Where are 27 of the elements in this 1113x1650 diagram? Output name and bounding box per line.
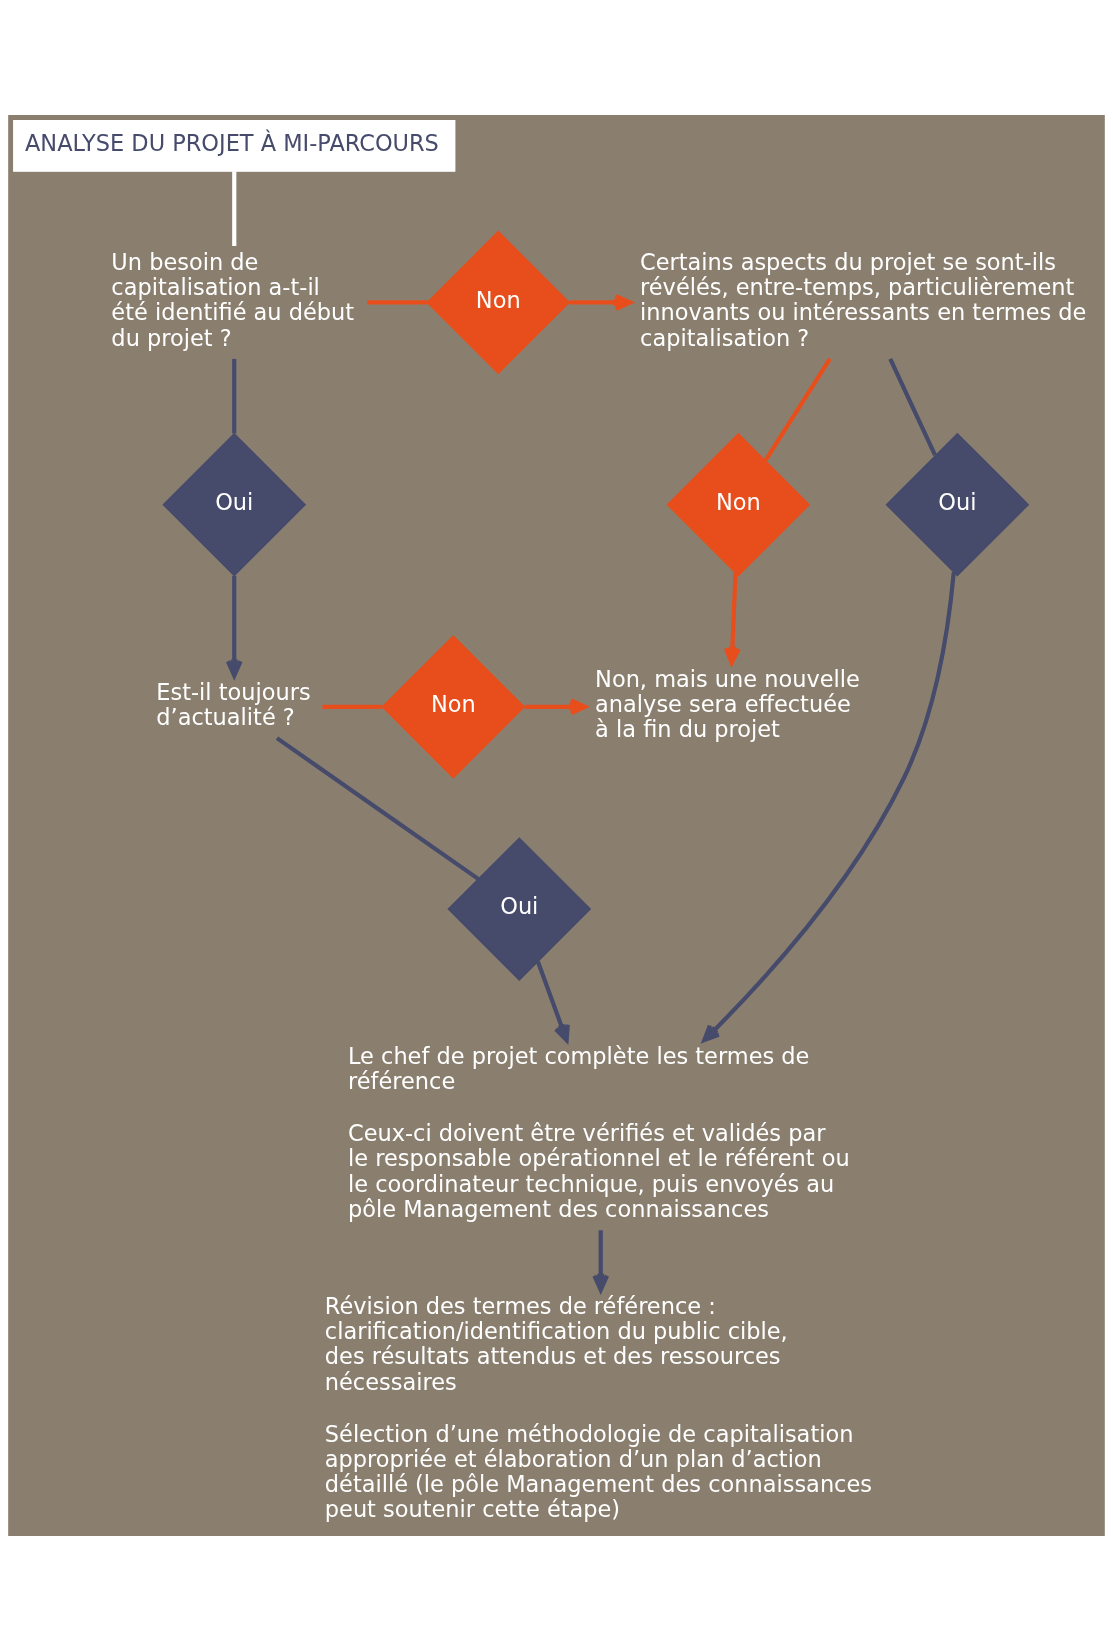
node-diamond: Oui	[162, 432, 307, 577]
node-text: Non, mais une nouvelle analyse sera effectuée à la fin du projet	[595, 665, 860, 742]
connector	[232, 358, 237, 433]
node-diamond: Non	[666, 432, 811, 577]
node-text: Un besoin de capitalisation a-t-il été identifié au début du projet ?	[111, 248, 355, 351]
arrow	[702, 571, 956, 1042]
node-text: Révision des termes de référence : clarification/identification du public cible, des résultats attendus et des ressources nécessaires Sélection d’une méthodologie de capitalisation appropriée et élaboration d’un plan d’action détaillé (le pôle Management des connaissances peut soutenir cette étape)	[324, 1292, 872, 1522]
arrow	[592, 1229, 610, 1292]
arrow	[723, 572, 741, 665]
connector	[367, 299, 428, 305]
node-box: ANALYSE DU PROJET À MI-PARCOURS	[13, 119, 456, 172]
node-diamond: Non	[426, 230, 571, 374]
node-diamond: Non	[381, 634, 526, 779]
node-text: Est-il toujours d’actualité ?	[156, 678, 311, 730]
connector	[888, 357, 937, 456]
arrow	[225, 575, 243, 678]
connector	[322, 704, 383, 709]
connector	[275, 735, 480, 881]
node-diamond: Oui	[447, 836, 592, 981]
connector	[763, 357, 832, 462]
arrow	[524, 697, 588, 715]
arrow	[536, 960, 570, 1042]
connector	[232, 170, 237, 246]
node-text: Certains aspects du projet se sont-ils révélés, entre-temps, particulièrement innovants ou intéressants en termes de capitalisation ?	[640, 248, 1087, 351]
arrow	[569, 293, 633, 311]
node-diamond: Oui	[885, 432, 1030, 577]
node-text: Le chef de projet complète les termes de référence Ceux-ci doivent être vérifiés et validés par le responsable opérationnel et le référent ou le coordinateur technique, puis envoyés au pôle Management des connaissances	[347, 1042, 850, 1222]
